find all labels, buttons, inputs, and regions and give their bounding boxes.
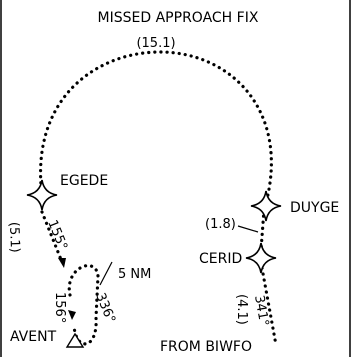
fix-symbol-egede	[26, 179, 58, 211]
holding-distance-label: 5 NM	[118, 267, 151, 282]
egede-leg-arrow	[58, 258, 66, 268]
fix-symbol-duyge	[250, 190, 282, 222]
inbound-route	[260, 266, 278, 347]
inbound-distance: (4.1)	[234, 294, 249, 325]
holding-arrow	[68, 310, 76, 320]
chart-title: MISSED APPROACH FIX	[98, 10, 259, 26]
inbound-course: 341°	[251, 294, 271, 327]
holding-pattern-route	[67, 264, 100, 346]
holding-distance-tick	[99, 261, 113, 286]
fix-symbol-cerid	[245, 242, 277, 274]
egede-leg-distance: (5.1)	[6, 222, 22, 253]
duyge-cerid-route	[259, 208, 266, 252]
egede-leg-course: 155°	[44, 218, 70, 253]
fix-label-cerid: CERID	[199, 251, 242, 267]
fix-label-duyge: DUYGE	[290, 200, 339, 216]
fix-label-avent: AVENT	[10, 329, 57, 345]
fix-label-from-biwfo: FROM BIWFO	[160, 339, 252, 355]
arc-route	[39, 50, 273, 205]
duyge-cerid-distance: (1.8)	[205, 217, 236, 232]
fix-symbol-avent	[65, 332, 85, 348]
duyge-cerid-distance-leader	[237, 225, 259, 233]
holding-inbound-course: 156°	[52, 292, 67, 323]
arc-distance-label: (15.1)	[136, 36, 175, 51]
fix-label-egede: EGEDE	[60, 173, 108, 189]
